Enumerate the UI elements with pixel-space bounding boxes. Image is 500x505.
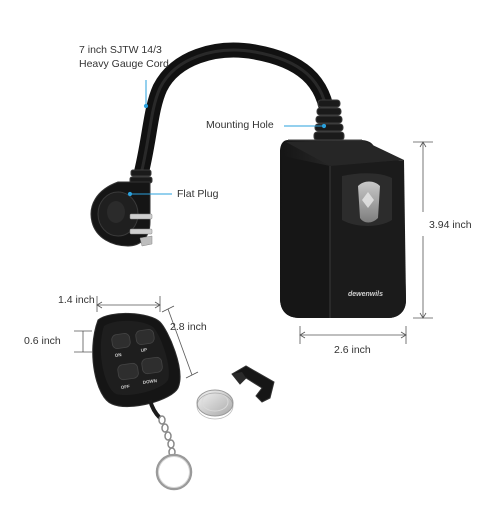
remote-button-down: DOWN bbox=[142, 378, 157, 385]
cord-label-line2: Heavy Gauge Cord bbox=[79, 58, 169, 70]
mounting-hole-label: Mounting Hole bbox=[206, 119, 274, 131]
brand-logo: dewenwils bbox=[348, 291, 383, 298]
cord-icon bbox=[132, 42, 345, 186]
flat-plug-label: Flat Plug bbox=[177, 188, 219, 200]
outlet-icon bbox=[280, 139, 406, 318]
remote-icon bbox=[92, 312, 181, 420]
remote-length-dimension bbox=[161, 305, 199, 379]
remote-width-label: 1.4 inch bbox=[58, 294, 95, 306]
remote-thickness-label: 0.6 inch bbox=[24, 335, 61, 347]
remote-button-on: ON bbox=[114, 352, 121, 358]
remote-length-label: 2.8 inch bbox=[170, 321, 207, 333]
outlet-height-dimension bbox=[413, 141, 433, 319]
outlet-height-label: 3.94 inch bbox=[428, 219, 473, 232]
remote-width-dimension bbox=[96, 296, 161, 312]
keyring-icon bbox=[155, 415, 193, 491]
remote-button-up: UP bbox=[140, 347, 147, 353]
outlet-width-label: 2.6 inch bbox=[334, 344, 371, 356]
plug-icon bbox=[90, 169, 153, 247]
bracket-icon bbox=[231, 365, 275, 403]
outlet-width-dimension bbox=[299, 326, 407, 344]
cord-label-line1: 7 inch SJTW 14/3 bbox=[79, 44, 162, 56]
remote-button-off: OFF bbox=[120, 384, 130, 390]
remote-thickness-dimension bbox=[74, 330, 92, 353]
battery-icon bbox=[196, 389, 234, 420]
